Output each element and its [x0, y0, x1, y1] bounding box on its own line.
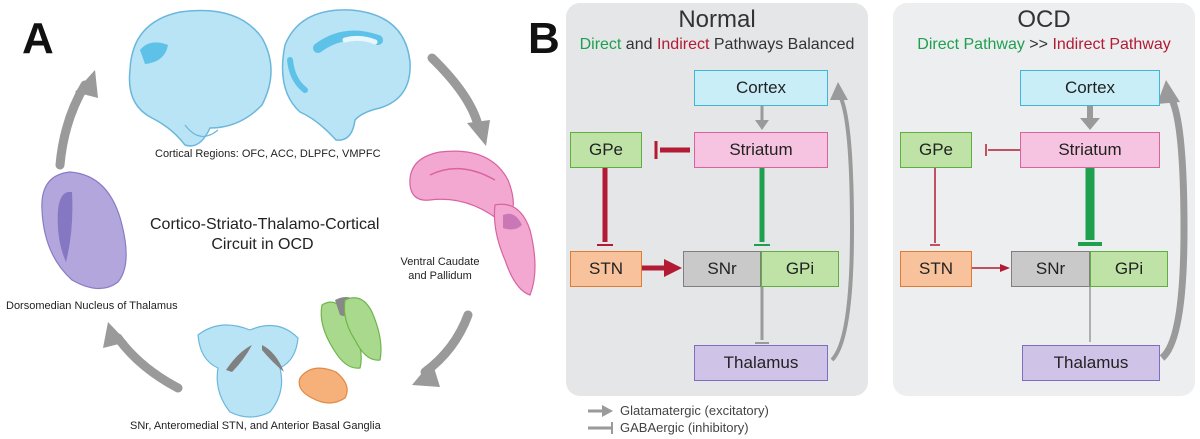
- brain-medial-icon: [281, 9, 411, 141]
- normal-subtitle-direct: Direct: [579, 36, 622, 53]
- normal-loop-arrowhead: [830, 82, 848, 100]
- cycle-arrowhead-bottom-left: [103, 322, 127, 348]
- normal-thalamus-cortex-loop: [830, 95, 855, 362]
- cycle-arrowhead-left: [75, 70, 98, 98]
- circuit-title-line1: Cortico-Striato-Thalamo-Cortical: [150, 216, 380, 233]
- circuit-title-line2: Circuit in OCD: [211, 236, 314, 253]
- ocd-loop-arrowhead: [1157, 80, 1180, 104]
- ocd-stn-snr-arrowhead: [1000, 264, 1010, 272]
- ocd-panel: [893, 3, 1195, 396]
- panel-a-letter: A: [22, 14, 54, 63]
- ocd-thalamus-box: Thalamus: [1022, 345, 1160, 381]
- panel-b-letter: B: [528, 14, 560, 63]
- cycle-arrowhead-top-right: [467, 120, 490, 146]
- cortex-regions-label: Cortical Regions: OFC, ACC, DLPFC, VMPFC: [155, 148, 381, 160]
- normal-gpe-box: GPe: [570, 132, 642, 168]
- caudate-label-line2: and Pallidum: [408, 270, 472, 282]
- normal-gpi-box: GPi: [761, 251, 839, 287]
- ocd-gpe-box: GPe: [900, 132, 972, 168]
- cycle-arrowhead-right: [412, 361, 440, 387]
- normal-subtitle-indirect: Indirect: [656, 36, 710, 53]
- legend-inhibitory: GABAergic (inhibitory): [620, 420, 749, 435]
- normal-stn-box: STN: [570, 251, 642, 287]
- thalamus-region-label: Dorsomedian Nucleus of Thalamus: [6, 300, 178, 312]
- caudate-label-line1: Ventral Caudate: [400, 256, 480, 268]
- ocd-subtitle-direct: Direct Pathway: [917, 36, 1025, 53]
- normal-stn-snr-arrowhead: [664, 259, 682, 277]
- ocd-cortex-box: Cortex: [1020, 70, 1160, 106]
- ocd-snr-box: SNr: [1011, 251, 1090, 287]
- ocd-stn-box: STN: [900, 251, 972, 287]
- normal-cortex-striatum-arrowhead: [755, 120, 769, 130]
- basal-ganglia-label: SNr, Anteromedial STN, and Anterior Basa…: [130, 420, 381, 432]
- legend-excitatory-arrowhead: [602, 405, 613, 417]
- brain-lateral-icon: [128, 9, 272, 147]
- caudate-pallidum-icon: [409, 150, 536, 296]
- normal-thalamus-box: Thalamus: [694, 345, 828, 381]
- normal-panel: [566, 3, 868, 396]
- ocd-striatum-box: Striatum: [1020, 132, 1160, 168]
- ocd-subtitle-gt: >>: [1024, 36, 1053, 53]
- cycle-arrow-bottom-left: [113, 333, 183, 393]
- normal-snr-box: SNr: [683, 251, 761, 287]
- ocd-gpi-box: GPi: [1090, 251, 1168, 287]
- ocd-title: OCD: [1017, 6, 1071, 33]
- thalamus-icon: [41, 171, 127, 290]
- legend-inhibitory-label: GABAergic (inhibitory): [620, 420, 749, 435]
- normal-subtitle: Direct and Indirect Pathways Balanced: [566, 36, 868, 54]
- ocd-thalamus-cortex-loop: [1159, 94, 1188, 361]
- normal-subtitle-rest: Pathways Balanced: [709, 36, 855, 53]
- normal-subtitle-and: and: [621, 36, 657, 53]
- basal-ganglia-icon: [197, 296, 382, 418]
- normal-title: Normal: [678, 6, 756, 33]
- legend-excitatory-label: Glatamatergic (excitatory): [620, 403, 769, 418]
- normal-striatum-box: Striatum: [694, 132, 828, 168]
- normal-cortex-box: Cortex: [694, 70, 828, 106]
- ocd-cortex-striatum-arrowhead: [1080, 118, 1100, 130]
- cycle-arrow-top-right: [427, 53, 483, 130]
- ocd-subtitle: Direct Pathway >> Indirect Pathway: [893, 36, 1195, 54]
- ocd-subtitle-indirect: Indirect Pathway: [1052, 36, 1171, 53]
- legend-excitatory: Glatamatergic (excitatory): [620, 403, 769, 418]
